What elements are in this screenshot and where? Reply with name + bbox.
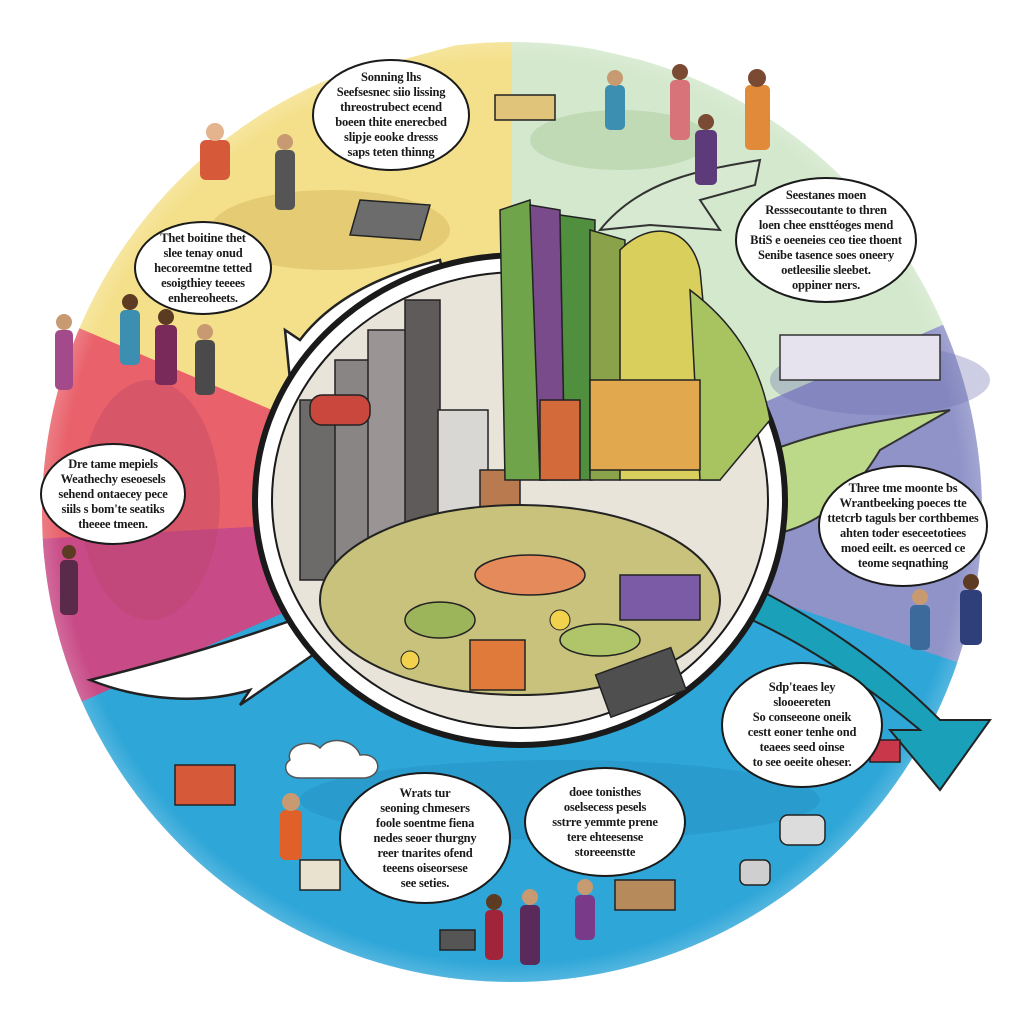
people-top-left xyxy=(200,123,431,241)
callout-top-left: Thet boitine thet slee tenay onud hecore… xyxy=(140,228,266,308)
people-top-right xyxy=(494,64,770,185)
market-area xyxy=(319,504,721,719)
callout-bottom-right: Sdp'teaes ley slooeereten So conseeone o… xyxy=(725,668,879,782)
bubble-shape-bottom-left xyxy=(339,772,511,904)
callout-top-left-text: Thet boitine thet slee tenay onud hecore… xyxy=(154,230,252,305)
callout-bottom-center-text: doee tonisthes oselsecess pesels sstrre … xyxy=(552,784,658,859)
bubble-shape-bottom-center xyxy=(524,767,686,877)
people-group-icon xyxy=(55,64,982,965)
bubble-shape-bottom-right xyxy=(721,662,883,788)
callout-right-text: Three tme moonte bs Wrantbeeking poeces … xyxy=(827,481,979,570)
callout-top: Sonning lhs Seefsesnec siio lissing thre… xyxy=(313,65,469,165)
bubble-shape-top-right xyxy=(735,177,917,303)
cloud-icon xyxy=(284,739,379,779)
people-left xyxy=(55,294,215,395)
people-bottom-left xyxy=(60,545,341,891)
callout-top-right-text: Seestanes moen Resssecoutante to thren l… xyxy=(750,187,902,292)
speech-bubbles xyxy=(40,59,988,904)
people-right xyxy=(739,334,982,886)
callout-top-text: Sonning lhs Seefsesnec siio lissing thre… xyxy=(335,70,447,159)
callout-right: Three tme moonte bs Wrantbeeking poeces … xyxy=(822,470,984,582)
bubble-shape-left xyxy=(40,443,186,545)
bubble-shape-top-left xyxy=(134,221,272,315)
bubble-shape-right xyxy=(818,465,988,587)
callout-bottom-left-text: Wrats tur seoning chmesers foole soentme… xyxy=(373,785,477,890)
callout-top-right: Seestanes moen Resssecoutante to thren l… xyxy=(740,180,912,300)
city-hub-icon xyxy=(252,198,788,748)
skyline-right xyxy=(499,198,771,481)
callout-left-text: Dre tame mepiels Weathechy eseoesels seh… xyxy=(58,456,168,531)
callout-bottom-center: doee tonisthes oselsecess pesels sstrre … xyxy=(528,772,682,872)
callout-bottom-left: Wrats tur seoning chmesers foole soentme… xyxy=(345,776,505,900)
callout-bottom-right-text: Sdp'teaes ley slooeereten So conseeone o… xyxy=(747,680,857,769)
bubble-shape-top xyxy=(312,59,470,171)
callout-left: Dre tame mepiels Weathechy eseoesels seh… xyxy=(45,452,181,536)
people-bottom xyxy=(439,879,676,965)
